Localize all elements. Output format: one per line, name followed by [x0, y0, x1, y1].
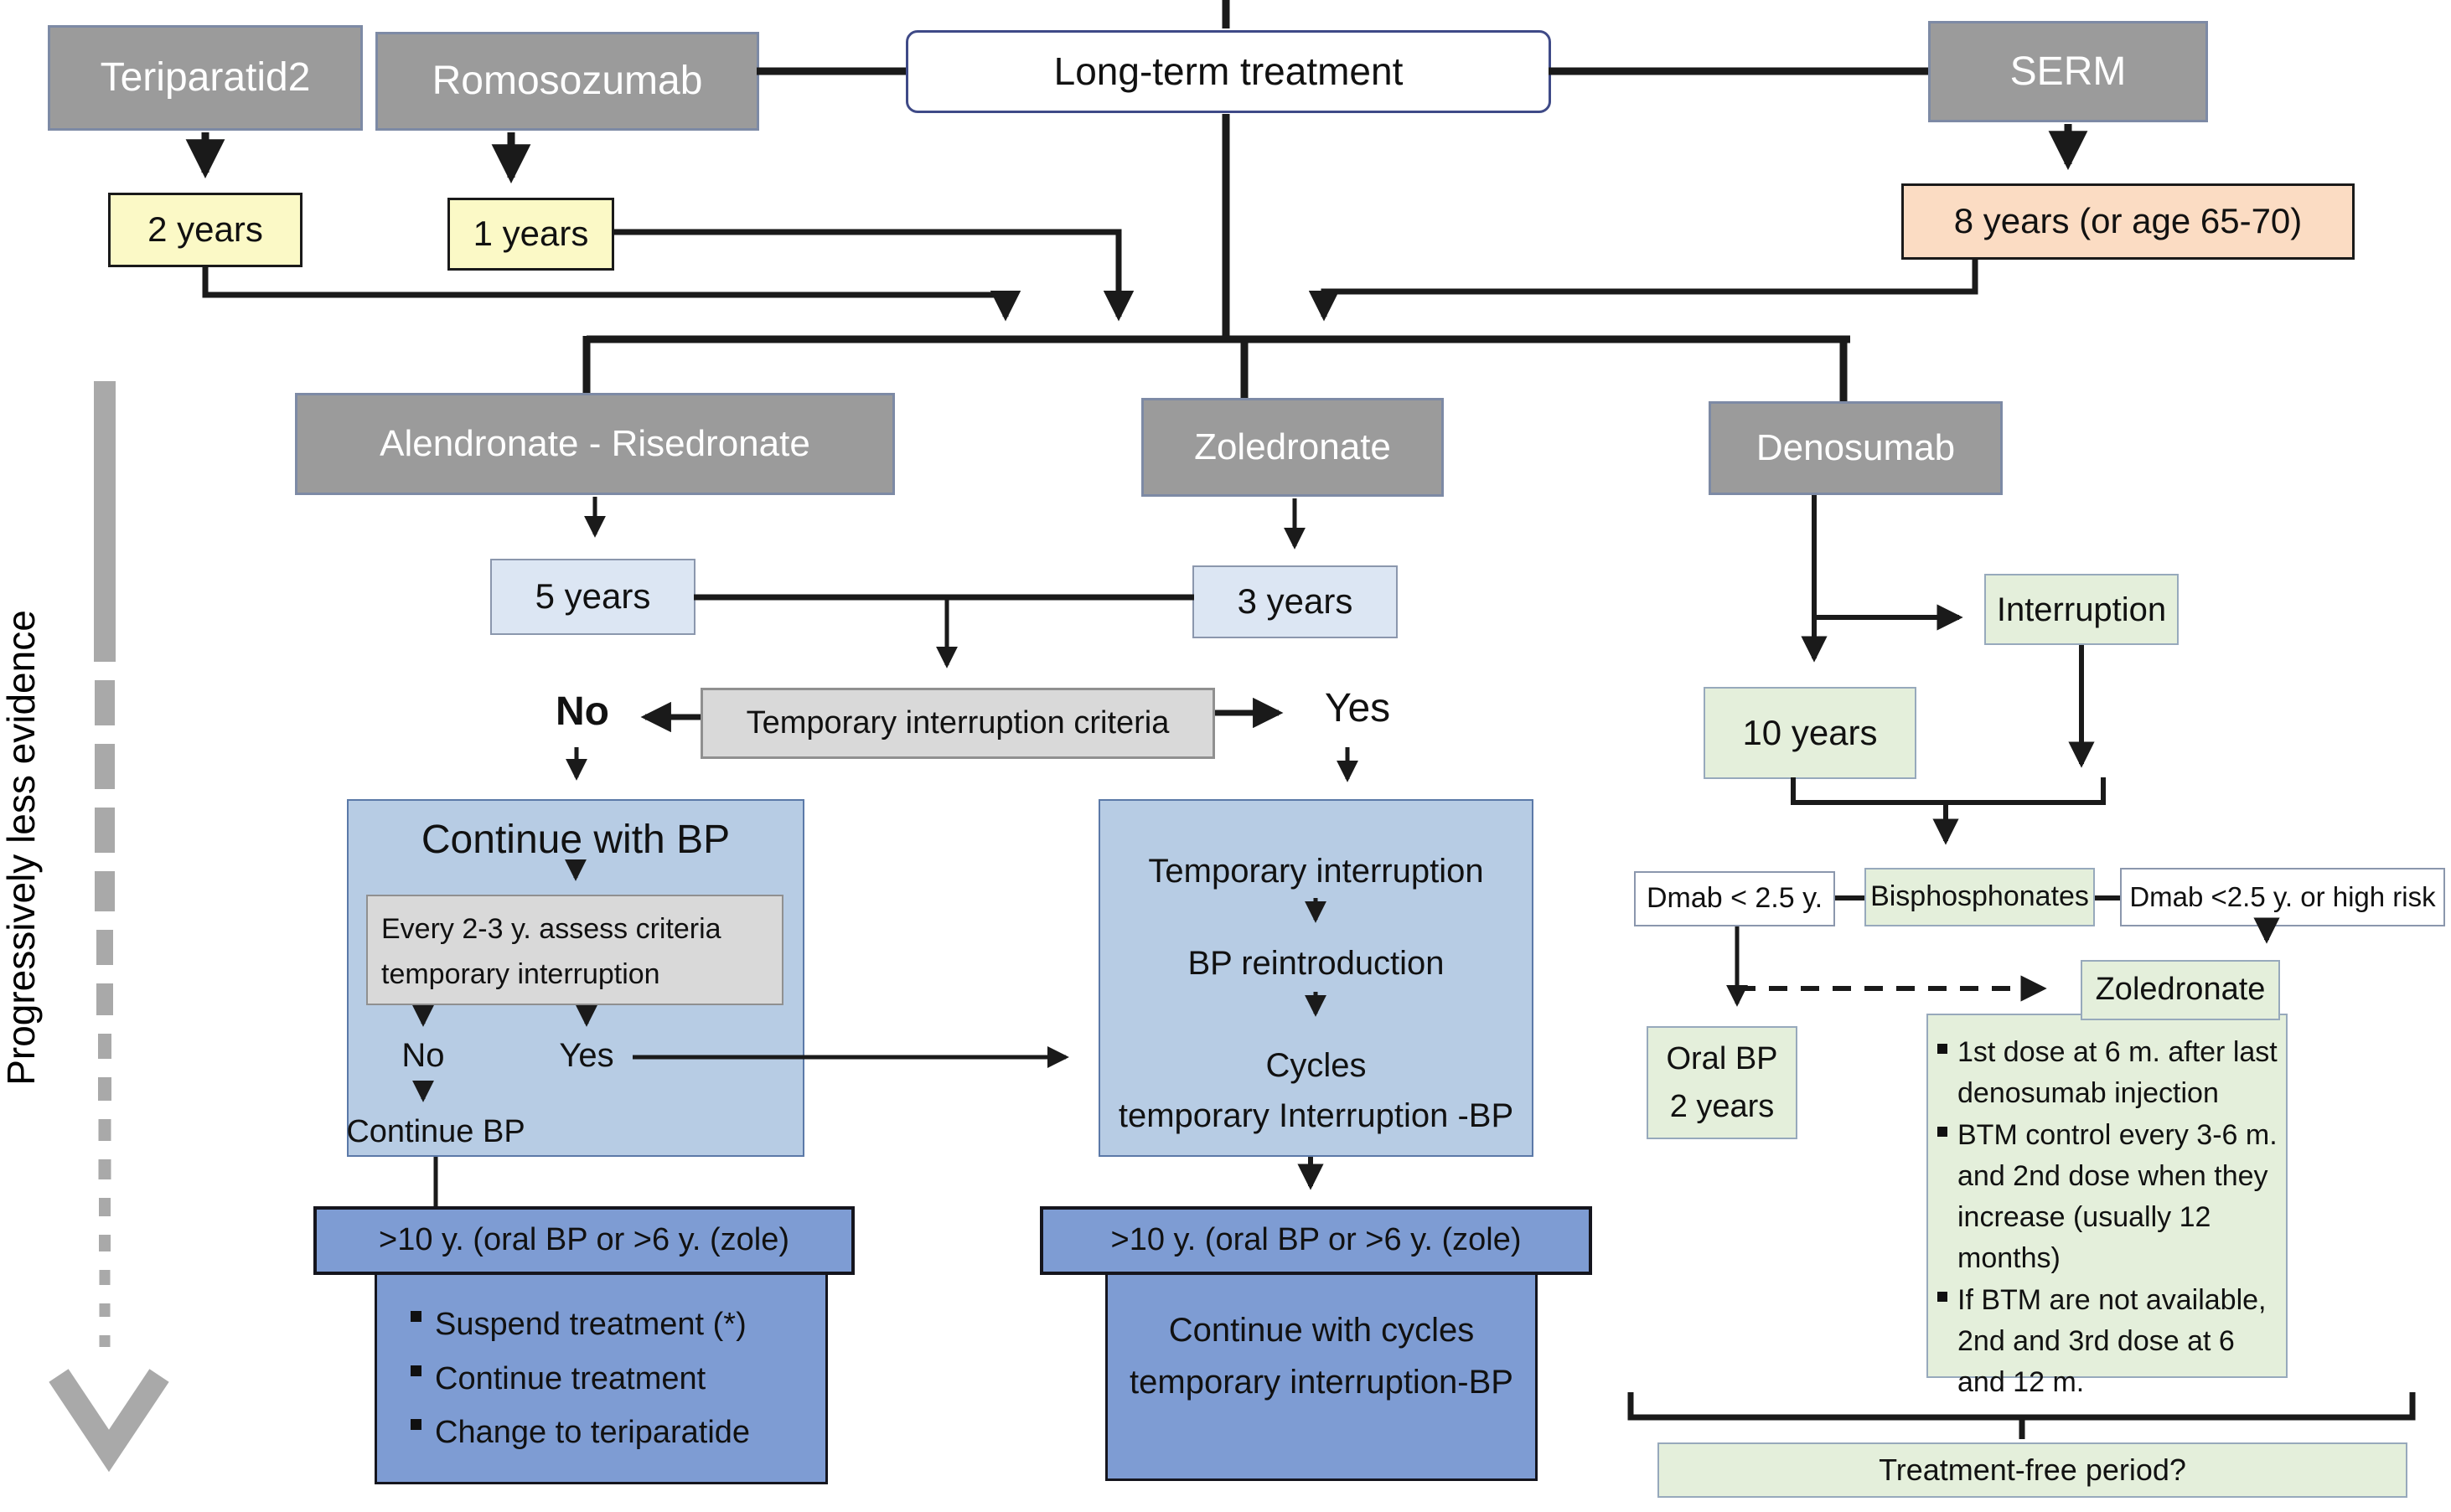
node-serm-duration: 8 years (or age 65-70)	[1901, 183, 2355, 260]
node-assess-criteria	[366, 895, 783, 1005]
middle-outcome-line2: temporary interruption-BP	[1130, 1364, 1513, 1401]
node-left-outcome-header: >10 y. (oral BP or >6 y. (zole)	[313, 1206, 855, 1275]
protocol-bullet: If BTM are not available, 2nd and 3rd do…	[1957, 1283, 2267, 1399]
list-item: Suspend treatment (*)	[411, 1298, 747, 1352]
assess-line2: temporary interruption	[381, 958, 660, 991]
node-dmab-short: Dmab < 2.5 y.	[1634, 871, 1835, 926]
node-teriparatide-duration: 2 years	[108, 193, 302, 267]
continue-bp-no-label: No	[401, 1037, 445, 1074]
left-outcome-bullet: Suspend treatment (*)	[435, 1307, 747, 1342]
node-zoledronate-protocol	[1926, 1014, 2288, 1378]
list-item: Continue treatment	[411, 1352, 706, 1406]
node-alendronate-risedronate: Alendronate - Risedronate	[295, 393, 895, 495]
node-denosumab-duration: 10 years	[1704, 687, 1916, 779]
list-item: 1st dose at 6 m. after last denosumab in…	[1937, 1032, 2278, 1115]
bullet-square-icon	[411, 1311, 421, 1322]
bullet-square-icon	[1937, 1291, 1947, 1302]
node-denosumab: Denosumab	[1709, 401, 2003, 495]
temp-flow-step1: Temporary interruption	[1148, 853, 1484, 890]
assess-line1: Every 2-3 y. assess criteria	[381, 913, 721, 945]
temp-flow-step3-line2: temporary Interruption -BP	[1118, 1097, 1514, 1134]
node-teriparatide: Teriparatid2	[48, 25, 363, 131]
node-middle-outcome-body: Continue with cycles temporary interrupt…	[1105, 1272, 1538, 1481]
continue-bp-yes-label: Yes	[559, 1037, 614, 1074]
node-romosozumab: Romosozumab	[375, 32, 759, 131]
node-middle-outcome-header: >10 y. (oral BP or >6 y. (zole)	[1040, 1206, 1592, 1275]
node-temporary-interruption-criteria: Temporary interruption criteria	[701, 688, 1215, 759]
list-item: Change to teriparatide	[411, 1406, 750, 1460]
bullet-square-icon	[1937, 1044, 1947, 1054]
progressively-less-evidence-label: Progressively less evidence	[0, 610, 43, 1086]
evidence-arrow-icon	[49, 381, 169, 1473]
criteria-yes-label: Yes	[1324, 686, 1391, 730]
list-item: BTM control every 3-6 m. and 2nd dose wh…	[1937, 1115, 2278, 1280]
node-dmab-high-risk: Dmab <2.5 y. or high risk	[2120, 868, 2445, 926]
protocol-bullet: 1st dose at 6 m. after last denosumab in…	[1957, 1036, 2278, 1110]
node-zoledronate-duration: 3 years	[1192, 565, 1398, 638]
temp-flow-step3-line1: Cycles	[1265, 1047, 1367, 1084]
bullet-square-icon	[411, 1365, 421, 1376]
node-alendronate-duration: 5 years	[490, 559, 695, 635]
node-bisphosphonates: Bisphosphonates	[1864, 868, 2095, 926]
bullet-square-icon	[1937, 1126, 1947, 1137]
node-treatment-free-period: Treatment-free period?	[1657, 1442, 2407, 1498]
node-oral-bp: Oral BP 2 years	[1647, 1026, 1797, 1139]
node-zoledronate: Zoledronate	[1141, 398, 1444, 497]
node-zoledronate-option: Zoledronate	[2081, 960, 2280, 1020]
protocol-bullet: BTM control every 3-6 m. and 2nd dose wh…	[1957, 1118, 2278, 1275]
node-temporary-interruption-flow	[1099, 799, 1533, 1157]
node-romosozumab-duration: 1 years	[447, 198, 614, 271]
node-left-outcome-body: Suspend treatment (*) Continue treatment…	[375, 1272, 828, 1484]
node-serm: SERM	[1928, 21, 2208, 122]
oral-bp-line2: 2 years	[1669, 1088, 1775, 1124]
bullet-square-icon	[411, 1419, 421, 1431]
node-long-term-treatment: Long-term treatment	[906, 30, 1551, 113]
continue-bp-footer: Continue BP	[346, 1114, 525, 1149]
continue-bp-title: Continue with BP	[421, 818, 731, 862]
middle-outcome-line1: Continue with cycles	[1168, 1312, 1475, 1349]
left-outcome-bullet: Continue treatment	[435, 1360, 706, 1396]
left-outcome-bullet: Change to teriparatide	[435, 1415, 751, 1451]
oral-bp-line1: Oral BP	[1666, 1040, 1778, 1076]
temp-flow-step2: BP reintroduction	[1187, 945, 1445, 982]
list-item: If BTM are not available, 2nd and 3rd do…	[1937, 1280, 2278, 1404]
node-interruption: Interruption	[1984, 574, 2179, 645]
criteria-no-label: No	[556, 689, 609, 734]
